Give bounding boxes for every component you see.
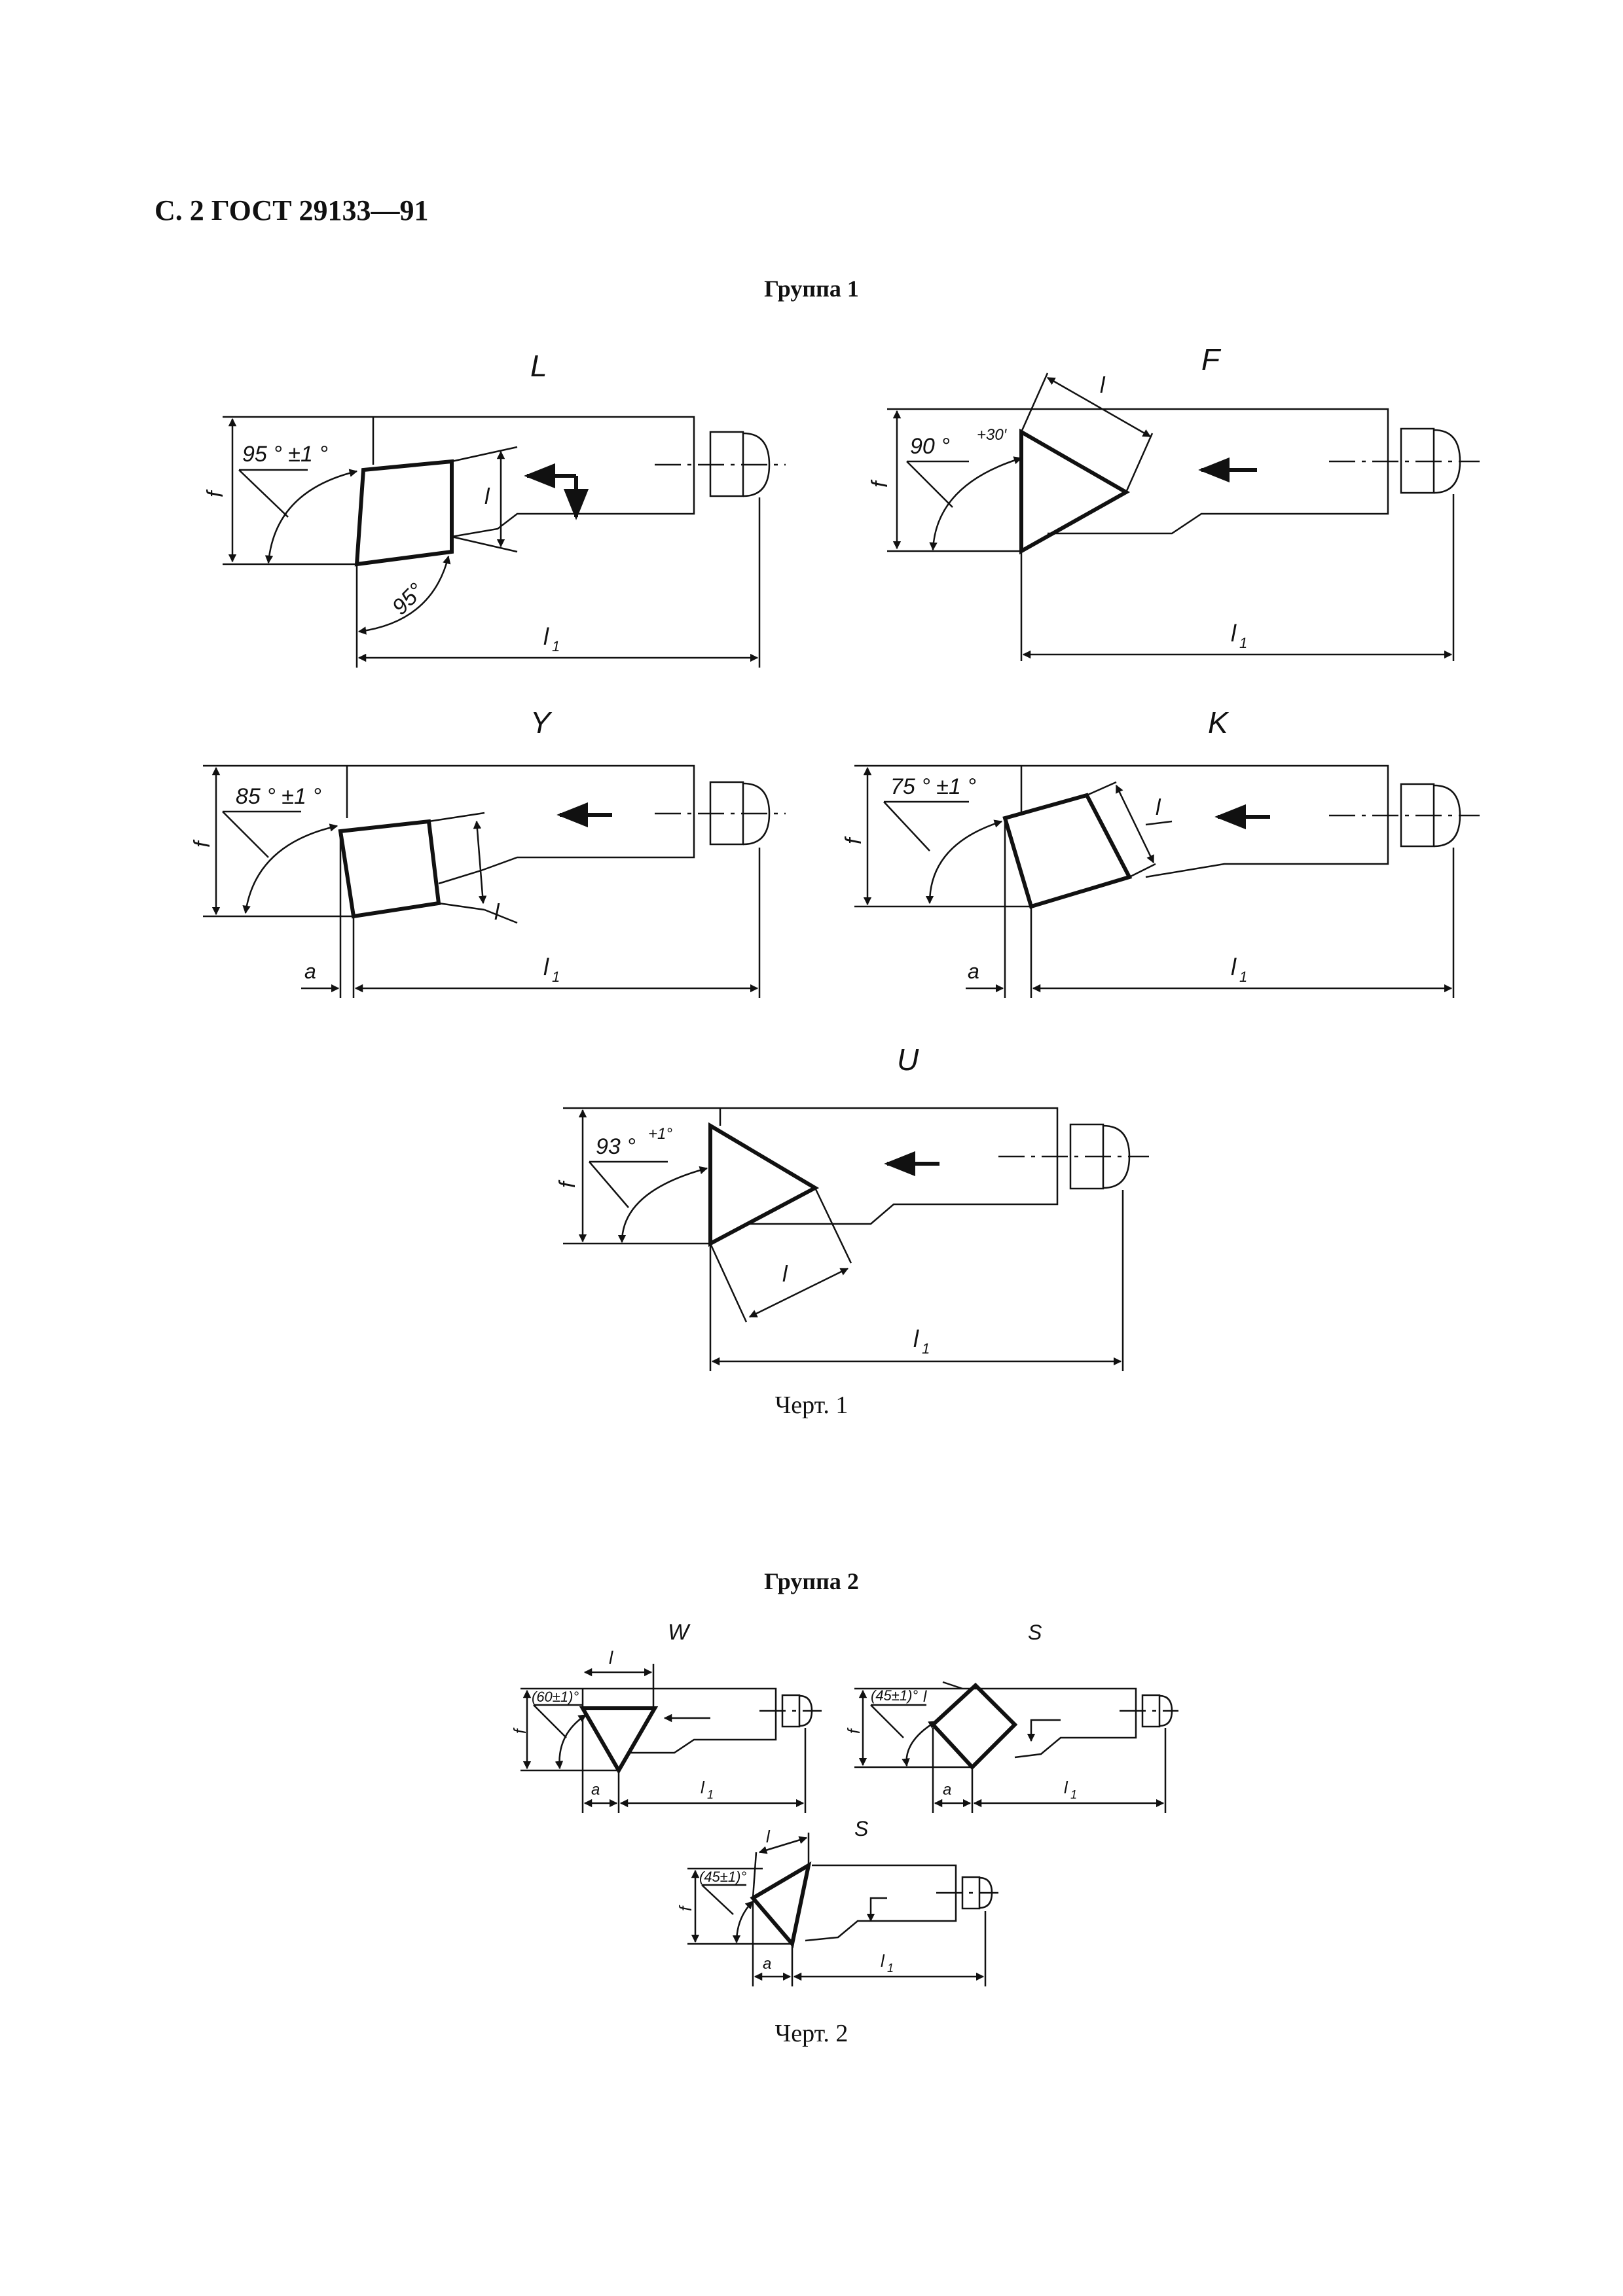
view-U-angle-sup: +1° — [648, 1125, 672, 1143]
view-Y-a: a — [304, 960, 316, 983]
view-Y-f: f — [190, 839, 215, 848]
view-W-angle: (60±1)° — [532, 1689, 579, 1705]
view-F: F l f 90 ° +30′ l 1 — [867, 342, 1480, 661]
view-F-angle-sup: +30′ — [977, 426, 1008, 444]
view-K-angle: 75 ° ±1 ° — [890, 774, 976, 799]
figure-1-caption: Черт. 1 — [775, 1391, 848, 1419]
view-Y: Y f l 85 ° ±1 ° a — [190, 706, 786, 998]
view-S2: S l f (45±1)° a l 1 — [676, 1817, 998, 1986]
view-S2-angle: (45±1)° — [699, 1869, 746, 1885]
view-W-letter: W — [668, 1620, 691, 1645]
view-K-a: a — [968, 960, 979, 983]
view-U: U l f 93 ° +1° l 1 — [555, 1043, 1149, 1371]
view-L-f: f — [203, 489, 228, 497]
view-S2-a: a — [763, 1955, 771, 1973]
view-S1-f: f — [844, 1727, 864, 1734]
view-F-letter: F — [1201, 342, 1222, 376]
view-L-l1: l — [543, 623, 549, 650]
view-K-l: l — [1156, 795, 1161, 820]
view-S1-letter: S — [1028, 1621, 1042, 1644]
view-Y-l: l — [494, 900, 500, 925]
view-S1-l1: l — [1064, 1778, 1068, 1797]
view-U-l1-sub: 1 — [922, 1340, 930, 1357]
view-U-angle: 93 ° — [596, 1134, 636, 1159]
view-S2-f: f — [676, 1905, 695, 1911]
view-F-angle: 90 ° — [910, 434, 950, 459]
figure-2-caption: Черт. 2 — [775, 2020, 848, 2047]
view-W-f: f — [510, 1727, 530, 1734]
view-W-l1: l — [701, 1778, 705, 1797]
view-F-l: l — [1100, 373, 1106, 398]
view-L-angle: 95 ° ±1 ° — [242, 442, 328, 467]
view-K-letter: K — [1208, 706, 1230, 740]
view-S1-l1-sub: 1 — [1070, 1788, 1077, 1801]
view-U-l: l — [782, 1262, 788, 1287]
view-K-f: f — [841, 836, 866, 844]
view-S1-l: l — [923, 1688, 927, 1706]
view-U-f: f — [555, 1179, 580, 1188]
view-Y-angle: 85 ° ±1 ° — [236, 784, 321, 809]
view-K-l1-sub: 1 — [1239, 969, 1247, 985]
view-S1: S f (45±1)° l a l 1 — [844, 1621, 1178, 1813]
view-W: W l f (60±1)° a l 1 — [510, 1620, 822, 1813]
view-W-l: l — [609, 1647, 613, 1668]
view-K: K l f 75 ° ±1 ° a — [841, 706, 1480, 998]
view-K-l1: l — [1231, 954, 1237, 980]
view-F-l1: l — [1231, 620, 1237, 647]
view-F-l1-sub: 1 — [1239, 635, 1247, 651]
view-L: L f l 95 ° ±1 — [203, 349, 786, 668]
view-W-l1-sub: 1 — [707, 1788, 714, 1801]
view-L-angle2: 95° — [388, 579, 429, 620]
view-Y-letter: Y — [530, 706, 553, 740]
view-S1-angle: (45±1)° — [871, 1687, 918, 1704]
view-S2-l1-sub: 1 — [887, 1962, 894, 1975]
view-W-a: a — [591, 1781, 600, 1799]
view-F-f: f — [867, 479, 892, 488]
view-Y-l1-sub: 1 — [552, 969, 560, 985]
view-S2-l: l — [766, 1827, 771, 1846]
view-S1-a: a — [943, 1781, 951, 1799]
group-1-title: Группа 1 — [764, 276, 859, 302]
view-S2-l1: l — [881, 1951, 885, 1971]
view-L-letter: L — [530, 349, 547, 383]
page-header: С. 2 ГОСТ 29133—91 — [155, 194, 429, 226]
view-S2-letter: S — [854, 1817, 868, 1840]
view-U-letter: U — [897, 1043, 919, 1077]
view-L-l1-sub: 1 — [552, 638, 560, 655]
view-U-l1: l — [913, 1325, 919, 1352]
group-2-title: Группа 2 — [764, 1568, 859, 1594]
view-Y-l1: l — [543, 954, 549, 980]
view-L-l: l — [484, 484, 490, 509]
